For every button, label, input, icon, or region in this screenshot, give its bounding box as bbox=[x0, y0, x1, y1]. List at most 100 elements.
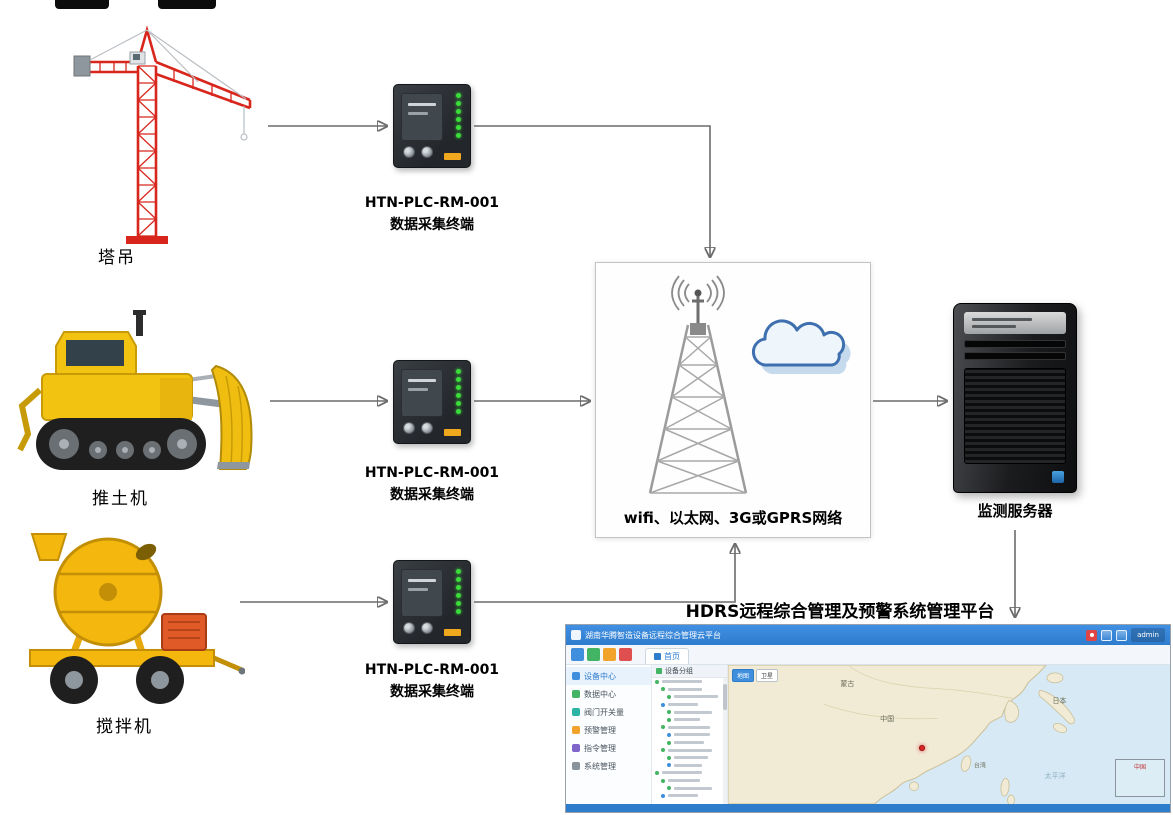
plc-terminal-3 bbox=[393, 560, 471, 644]
tree-node-text bbox=[668, 779, 700, 783]
home-icon bbox=[654, 653, 661, 660]
tree-node-text bbox=[668, 748, 712, 752]
tree-row[interactable] bbox=[652, 777, 727, 785]
apps-grid-icon[interactable] bbox=[1101, 629, 1113, 641]
plc-led-indicators bbox=[456, 93, 461, 138]
tree-row[interactable] bbox=[652, 678, 727, 686]
tree-node-icon bbox=[655, 770, 659, 775]
sidebar-item-devices[interactable]: 设备中心 bbox=[566, 667, 651, 685]
tree-node-text bbox=[668, 703, 698, 707]
device-icon bbox=[572, 672, 580, 680]
plc1-model: HTN-PLC-RM-001 bbox=[364, 195, 500, 211]
tree-node-text bbox=[668, 794, 698, 798]
toolbar-button-orange[interactable] bbox=[603, 648, 616, 661]
tree-scrollbar[interactable] bbox=[723, 678, 727, 804]
tree-row[interactable] bbox=[652, 784, 727, 792]
toolbar-button-green[interactable] bbox=[587, 648, 600, 661]
tree-node-text bbox=[674, 710, 712, 714]
toolbar-button-blue[interactable] bbox=[571, 648, 584, 661]
map-inset-south-china-sea: 中国 bbox=[1115, 759, 1165, 797]
tree-row[interactable] bbox=[652, 769, 727, 777]
map-label-mongolia: 蒙古 bbox=[840, 680, 855, 689]
tree-node-text bbox=[662, 771, 702, 775]
tree-node-icon bbox=[661, 702, 665, 707]
sidebar-item-data[interactable]: 数据中心 bbox=[566, 685, 651, 703]
platform-footer-bar bbox=[566, 804, 1170, 812]
data-icon bbox=[572, 690, 580, 698]
tree-row[interactable] bbox=[652, 754, 727, 762]
toolbar-button-red[interactable] bbox=[619, 648, 632, 661]
plc-front-panel bbox=[401, 369, 443, 417]
sidebar-item-system[interactable]: 系统管理 bbox=[566, 757, 651, 775]
tree-row[interactable] bbox=[652, 731, 727, 739]
platform-toolbar: 首页 bbox=[566, 645, 1170, 665]
tree-row[interactable] bbox=[652, 739, 727, 747]
tree-row[interactable] bbox=[652, 792, 727, 800]
network-box: wifi、以太网、3G或GPRS网络 bbox=[595, 262, 871, 538]
sidebar-item-valves[interactable]: 阀门开关量 bbox=[566, 703, 651, 721]
tree-row[interactable] bbox=[652, 686, 727, 694]
plc-connector-port bbox=[403, 146, 415, 158]
map-mode-button[interactable]: 地图 bbox=[732, 669, 755, 682]
tree-node-text bbox=[674, 786, 712, 790]
tree-node-text bbox=[668, 687, 702, 691]
plc-led-indicators bbox=[456, 569, 461, 614]
plc-din-clip bbox=[444, 629, 461, 636]
platform-logo-icon bbox=[571, 630, 581, 640]
plc1-name: 数据采集终端 bbox=[390, 216, 474, 233]
plc-front-panel bbox=[401, 569, 443, 617]
device-location-marker[interactable] bbox=[919, 745, 926, 752]
server-drive-bay bbox=[964, 352, 1066, 360]
server-label: 监测服务器 bbox=[977, 502, 1053, 520]
alert-bell-icon[interactable] bbox=[1086, 629, 1098, 641]
device-tree-rows bbox=[652, 678, 727, 800]
warning-icon bbox=[572, 726, 580, 734]
tree-node-text bbox=[662, 680, 702, 684]
plc2-model: HTN-PLC-RM-001 bbox=[364, 465, 500, 481]
plc3-name: 数据采集终端 bbox=[390, 683, 474, 700]
network-label: wifi、以太网、3G或GPRS网络 bbox=[623, 509, 843, 527]
tree-node-icon bbox=[667, 710, 671, 715]
satellite-mode-button[interactable]: 卫星 bbox=[756, 669, 779, 682]
map-label-pacific: 太平洋 bbox=[1044, 772, 1066, 781]
crane-label: 塔吊 bbox=[98, 248, 136, 268]
top-edge-artifact bbox=[158, 0, 216, 9]
tree-node-text bbox=[674, 741, 704, 745]
tree-row[interactable] bbox=[652, 716, 727, 724]
sidebar-item-warning[interactable]: 预警管理 bbox=[566, 721, 651, 739]
tree-row[interactable] bbox=[652, 746, 727, 754]
sidebar-item-commands[interactable]: 指令管理 bbox=[566, 739, 651, 757]
server-logo-badge bbox=[1052, 471, 1064, 483]
folder-icon bbox=[656, 668, 662, 674]
tower-crane-illustration bbox=[73, 25, 252, 244]
plc-connector-port bbox=[421, 622, 433, 634]
tree-row[interactable] bbox=[652, 701, 727, 709]
tree-scrollbar-thumb[interactable] bbox=[723, 684, 727, 710]
top-edge-artifact bbox=[55, 0, 109, 9]
fullscreen-icon[interactable] bbox=[1116, 629, 1128, 641]
server-drive-bay bbox=[964, 340, 1066, 348]
map-view[interactable]: 地图 卫星 蒙古 中国 日本 台湾 太平洋 中国 bbox=[728, 665, 1170, 804]
tree-node-icon bbox=[661, 793, 665, 798]
tree-node-text bbox=[674, 756, 708, 760]
tree-node-icon bbox=[667, 717, 671, 722]
platform-title: HDRS远程综合管理及预警系统管理平台 bbox=[685, 602, 995, 622]
tree-row[interactable] bbox=[652, 762, 727, 770]
tree-row[interactable] bbox=[652, 708, 727, 716]
tree-row[interactable] bbox=[652, 693, 727, 701]
plc-led-indicators bbox=[456, 369, 461, 414]
device-tree-header: 设备分组 bbox=[652, 665, 727, 678]
map-inset-label: 中国 bbox=[1133, 764, 1146, 771]
tree-node-icon bbox=[667, 740, 671, 745]
tab-home[interactable]: 首页 bbox=[645, 648, 689, 664]
tree-row[interactable] bbox=[652, 724, 727, 732]
user-menu[interactable]: admin bbox=[1131, 628, 1165, 642]
plc-terminal-2 bbox=[393, 360, 471, 444]
tree-node-icon bbox=[661, 725, 665, 730]
tree-node-icon bbox=[667, 755, 671, 760]
gear-icon bbox=[572, 762, 580, 770]
platform-header: 湖南华腾智造设备远程综合管理云平台 admin bbox=[566, 625, 1170, 645]
cloud-icon bbox=[751, 319, 851, 375]
server-vent-grille bbox=[964, 368, 1066, 464]
